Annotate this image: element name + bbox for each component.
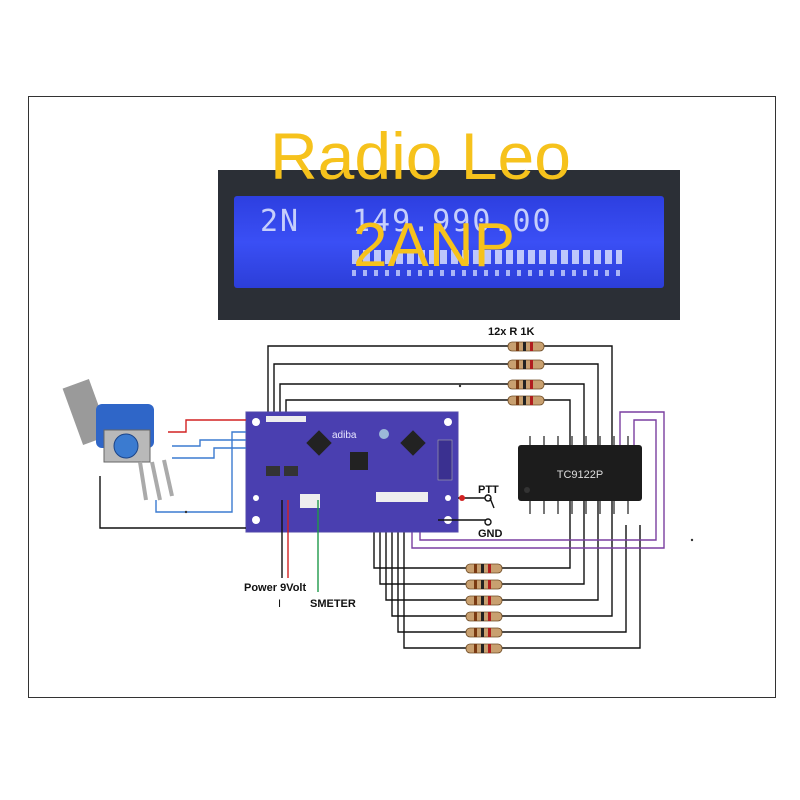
lcd-screen: 2N 149.990.00 [234,196,664,288]
dot-mark [458,384,462,388]
lcd-module: 2N 149.990.00 [218,170,680,320]
resistor [507,379,545,390]
resistor [465,595,503,606]
lcd-bottom-dots [352,270,622,276]
resistor [507,395,545,406]
title: Radio Leo [270,119,571,193]
dot-mark [184,510,188,514]
resistor [465,563,503,574]
resistor [465,627,503,638]
gnd-label: GND [478,528,503,540]
ic-part-label: TC9122P [557,469,603,481]
diagram-frame [28,96,776,698]
bottom-resistors [465,563,503,654]
ic-chip [518,436,642,514]
top-resistors [507,341,545,406]
resistor [507,341,545,352]
rotary-encoder [62,379,174,501]
purple-wires [411,411,665,549]
power-wires [281,500,319,592]
power-label: Power 9Volt [244,582,307,594]
ptt-label: PTT [478,484,499,496]
smeter-label: SMETER [310,598,356,610]
resistor [507,359,545,370]
resistor [465,579,503,590]
lcd-frequency: 149.990.00 [352,204,553,239]
encoder-wires [99,419,246,529]
resistor [465,611,503,622]
lcd-channel: 2N [260,204,301,239]
resistor-count-label: 12x R 1K [488,326,535,338]
ptt-switch [438,494,495,526]
power-mark-label: I [278,598,282,610]
dot-mark [690,538,694,542]
subtitle: 2ANP [353,211,515,280]
resistor [465,643,503,654]
lcd-signal-bar [352,250,622,264]
board-brand-label: adiba [332,430,357,441]
